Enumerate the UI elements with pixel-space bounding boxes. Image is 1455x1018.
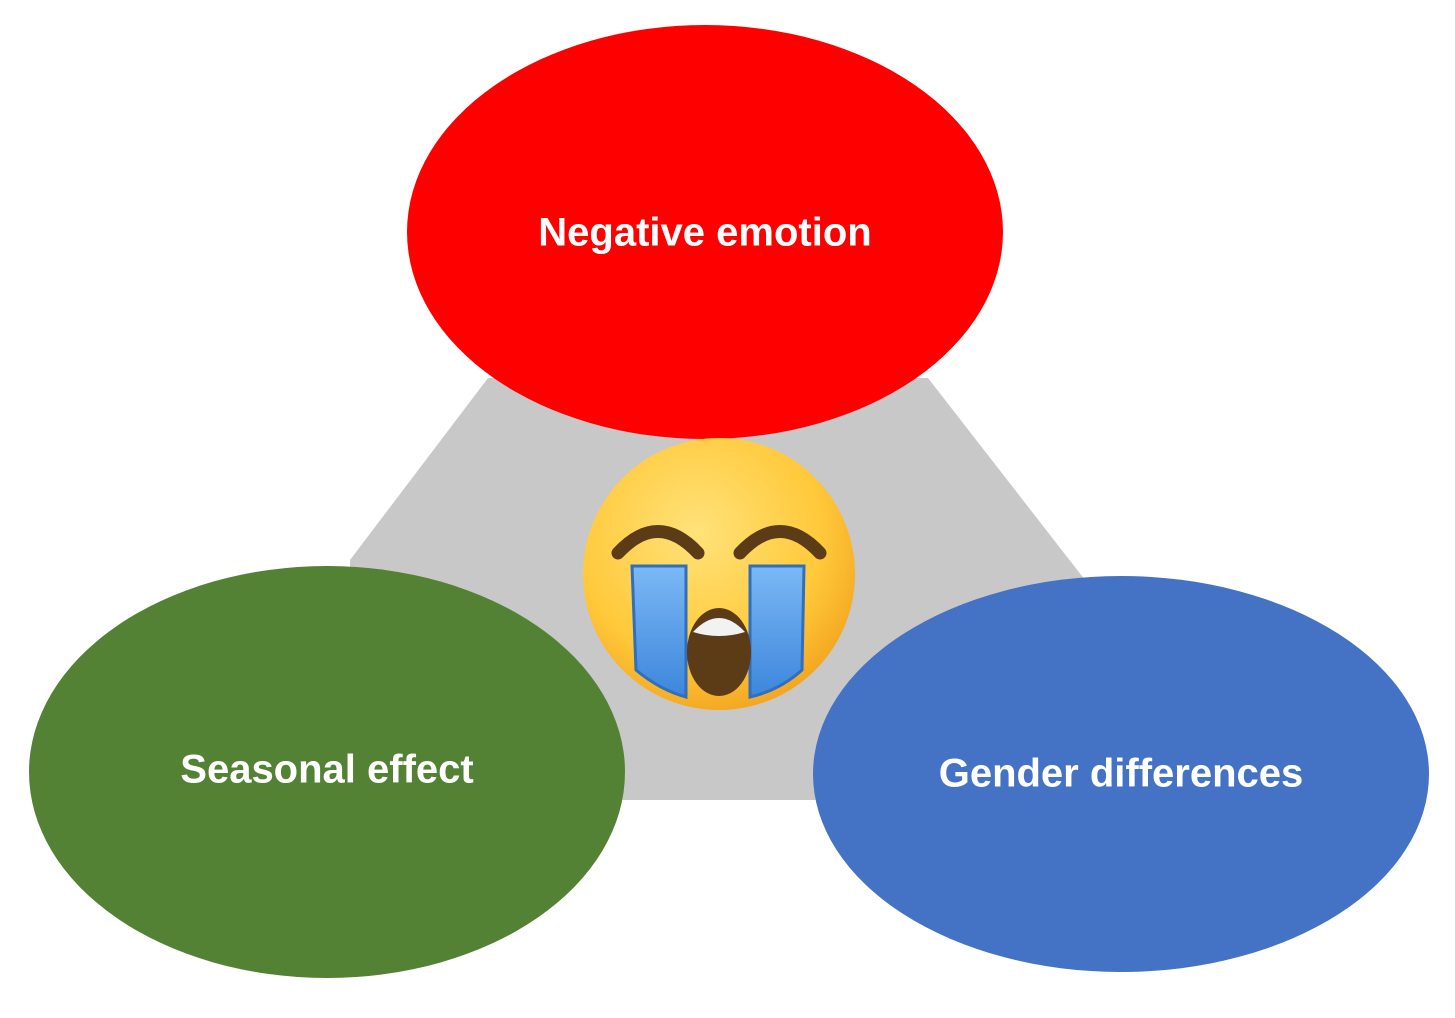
emoji-left-eye [611,525,705,560]
node-right-label: Gender differences [939,752,1304,796]
emoji-right-eye [733,525,827,560]
node-seasonal-effect: Seasonal effect [29,566,625,978]
emoji-right-tear [748,564,806,699]
node-gender-differences: Gender differences [813,576,1429,972]
emoji-teeth [693,618,745,636]
node-left-label: Seasonal effect [180,748,473,792]
node-right-ellipse [813,576,1429,972]
loudly-crying-face-icon [583,438,855,710]
node-top-ellipse [407,25,1003,439]
node-left-ellipse [29,566,625,978]
node-top-label: Negative emotion [538,211,871,255]
node-negative-emotion: Negative emotion [407,25,1003,439]
emoji-left-tear [630,564,688,699]
